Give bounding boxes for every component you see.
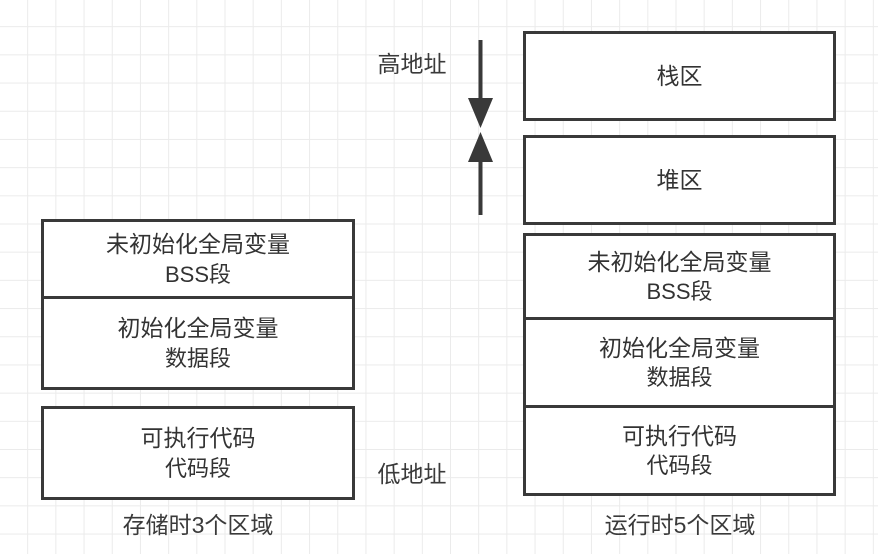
- upward-address-arrow: [468, 132, 493, 215]
- high-address-label: 高地址: [377, 51, 447, 77]
- right-heap-line1: 堆区: [656, 166, 703, 193]
- right-data-line2: 数据段: [646, 365, 713, 391]
- right-bss-line2: BSS段: [646, 279, 713, 305]
- right-data-line1: 初始化全局变量: [599, 334, 760, 361]
- left-bss-segment-box[interactable]: 未初始化全局变量 BSS段: [41, 219, 355, 299]
- left-bss-line1: 未初始化全局变量: [106, 231, 290, 258]
- right-data-segment-box[interactable]: 初始化全局变量 数据段: [523, 320, 836, 408]
- right-text-segment-box[interactable]: 可执行代码 代码段: [523, 408, 836, 496]
- left-text-line2: 代码段: [164, 455, 231, 481]
- left-text-line1: 可执行代码: [140, 425, 256, 452]
- left-data-line1: 初始化全局变量: [117, 315, 279, 342]
- right-heap-region-box[interactable]: 堆区: [523, 135, 836, 225]
- downward-address-arrow: [468, 40, 493, 128]
- right-bss-line1: 未初始化全局变量: [587, 248, 772, 275]
- right-text-line2: 代码段: [646, 453, 713, 479]
- left-column-caption: 存储时3个区域: [122, 512, 274, 538]
- left-bss-line2: BSS段: [164, 261, 232, 287]
- right-bss-segment-box[interactable]: 未初始化全局变量 BSS段: [523, 233, 836, 320]
- right-stack-region-box[interactable]: 栈区: [523, 31, 836, 121]
- right-stack-line1: 栈区: [656, 62, 703, 89]
- left-data-segment-box[interactable]: 初始化全局变量 数据段: [41, 299, 355, 390]
- left-data-line2: 数据段: [164, 345, 231, 371]
- low-address-label: 低地址: [377, 461, 447, 487]
- left-text-segment-box[interactable]: 可执行代码 代码段: [41, 406, 355, 500]
- right-text-line1: 可执行代码: [622, 422, 737, 449]
- right-column-caption: 运行时5个区域: [604, 512, 756, 538]
